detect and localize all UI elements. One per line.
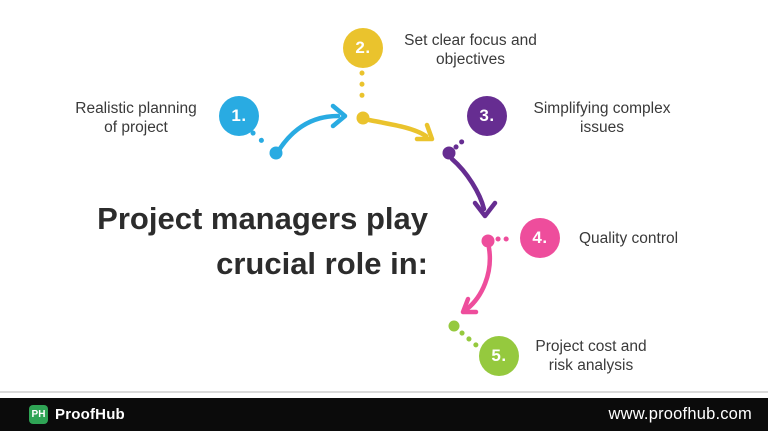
logo-monogram: PH xyxy=(31,409,46,420)
step-3-connector xyxy=(442,134,498,219)
step-5-connector xyxy=(448,320,479,348)
step-2-label: Set clear focus and objectives xyxy=(404,32,537,68)
step-5-number: 5. xyxy=(491,346,507,365)
footer-bar: PH ProofHub www.proofhub.com xyxy=(0,398,768,431)
arrowhead-down-icon xyxy=(472,200,498,219)
step-2-number: 2. xyxy=(355,38,371,57)
step-4-badge: 4. xyxy=(520,218,560,258)
step-4-label: Quality control xyxy=(579,230,679,247)
step-5-badge: 5. xyxy=(479,336,519,376)
step-1-badge: 1. xyxy=(219,96,259,136)
step-2-connector xyxy=(356,70,435,142)
footer-url: www.proofhub.com xyxy=(608,405,752,423)
proofhub-brand: PH ProofHub xyxy=(29,405,125,424)
step-2-badge: 2. xyxy=(343,28,383,68)
logo-text: ProofHub xyxy=(55,406,125,423)
step-4-number: 4. xyxy=(532,228,548,247)
page-title-line-2: crucial role in: xyxy=(216,246,428,281)
arrowhead-right-icon xyxy=(330,103,348,129)
page-title: Project managers play crucial role in: xyxy=(40,196,428,286)
footer-divider xyxy=(0,391,768,393)
arrowhead-downright-icon xyxy=(414,122,435,142)
step-4-connector xyxy=(460,234,517,315)
step-1-number: 1. xyxy=(231,106,247,125)
step-5-label: Project cost and risk analysis xyxy=(535,338,647,374)
arrowhead-downleft-icon xyxy=(460,296,479,315)
page-title-line-1: Project managers play xyxy=(97,201,428,236)
step-3-badge: 3. xyxy=(467,96,507,136)
step-3-number: 3. xyxy=(479,106,495,125)
proofhub-logo-icon: PH xyxy=(29,405,48,424)
step-1-connector xyxy=(250,103,348,160)
step-1-label: Realistic planning of project xyxy=(75,100,197,136)
step-3-label: Simplifying complex issues xyxy=(533,100,671,136)
